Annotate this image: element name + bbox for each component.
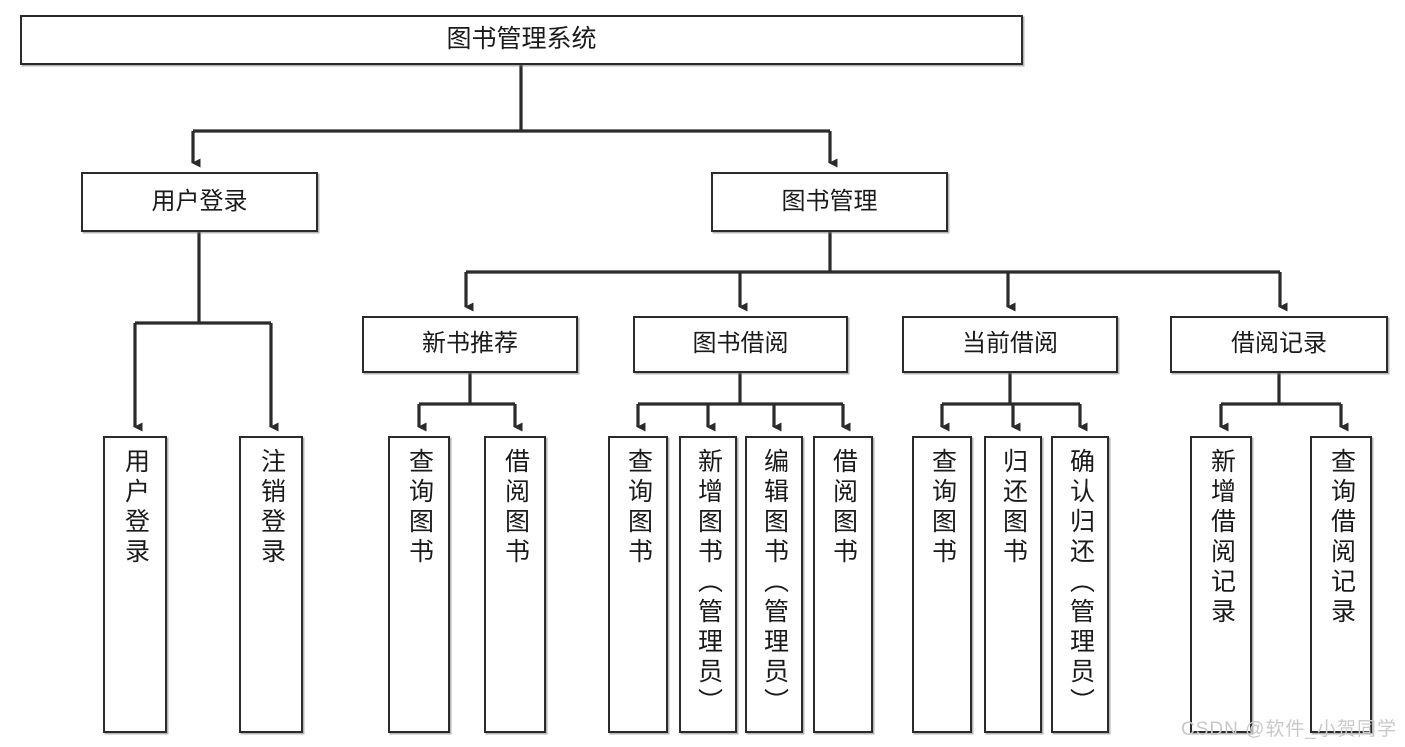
node-level3-2[interactable]: 当前借阅 — [902, 316, 1118, 373]
node-leaf-5[interactable]: 新增图书（管理员） — [679, 436, 737, 733]
node-leaf-11[interactable]: 新增借阅记录 — [1190, 436, 1252, 733]
node-leaf-3-label: 借阅图书 — [501, 448, 530, 568]
node-leaf-6-label: 编辑图书（管理员） — [760, 448, 789, 718]
node-leaf-4[interactable]: 查询图书 — [608, 436, 668, 733]
node-root-label: 图书管理系统 — [446, 25, 597, 54]
node-leaf-6[interactable]: 编辑图书（管理员） — [745, 436, 803, 733]
node-level3-0-label: 新书推荐 — [422, 330, 518, 358]
node-leaf-10-label: 确认归还（管理员） — [1066, 448, 1095, 718]
node-leaf-1-label: 注销登录 — [257, 448, 286, 568]
node-leaf-12[interactable]: 查询借阅记录 — [1310, 436, 1372, 733]
watermark: CSDN @软件_小贺同学 — [1181, 719, 1397, 740]
node-level3-1[interactable]: 图书借阅 — [633, 316, 848, 373]
node-leaf-2[interactable]: 查询图书 — [388, 436, 450, 733]
node-leaf-5-label: 新增图书（管理员） — [694, 448, 723, 718]
node-leaf-0-label: 用户登录 — [121, 448, 150, 568]
node-leaf-3[interactable]: 借阅图书 — [484, 436, 546, 733]
node-level2-0-label: 用户登录 — [151, 187, 248, 215]
node-leaf-10[interactable]: 确认归还（管理员） — [1051, 436, 1109, 733]
node-leaf-12-label: 查询借阅记录 — [1327, 448, 1356, 628]
node-leaf-9-label: 归还图书 — [999, 448, 1028, 568]
node-root[interactable]: 图书管理系统 — [20, 15, 1023, 65]
node-leaf-8[interactable]: 查询图书 — [912, 436, 972, 733]
node-leaf-8-label: 查询图书 — [928, 448, 957, 568]
node-level2-0[interactable]: 用户登录 — [81, 172, 318, 232]
node-leaf-4-label: 查询图书 — [624, 448, 653, 568]
node-level3-1-label: 图书借阅 — [692, 330, 789, 358]
node-level2-1[interactable]: 图书管理 — [711, 172, 948, 232]
node-leaf-9[interactable]: 归还图书 — [984, 436, 1042, 733]
node-leaf-2-label: 查询图书 — [405, 448, 434, 568]
node-leaf-7[interactable]: 借阅图书 — [813, 436, 873, 733]
node-leaf-0[interactable]: 用户登录 — [103, 436, 167, 733]
node-level3-3-label: 借阅记录 — [1231, 330, 1327, 358]
node-level3-0[interactable]: 新书推荐 — [362, 316, 578, 373]
node-leaf-1[interactable]: 注销登录 — [239, 436, 303, 733]
node-leaf-11-label: 新增借阅记录 — [1207, 448, 1236, 628]
node-level3-2-label: 当前借阅 — [962, 330, 1058, 358]
node-leaf-7-label: 借阅图书 — [829, 448, 858, 568]
node-level2-1-label: 图书管理 — [781, 187, 878, 215]
node-level3-3[interactable]: 借阅记录 — [1170, 316, 1388, 373]
